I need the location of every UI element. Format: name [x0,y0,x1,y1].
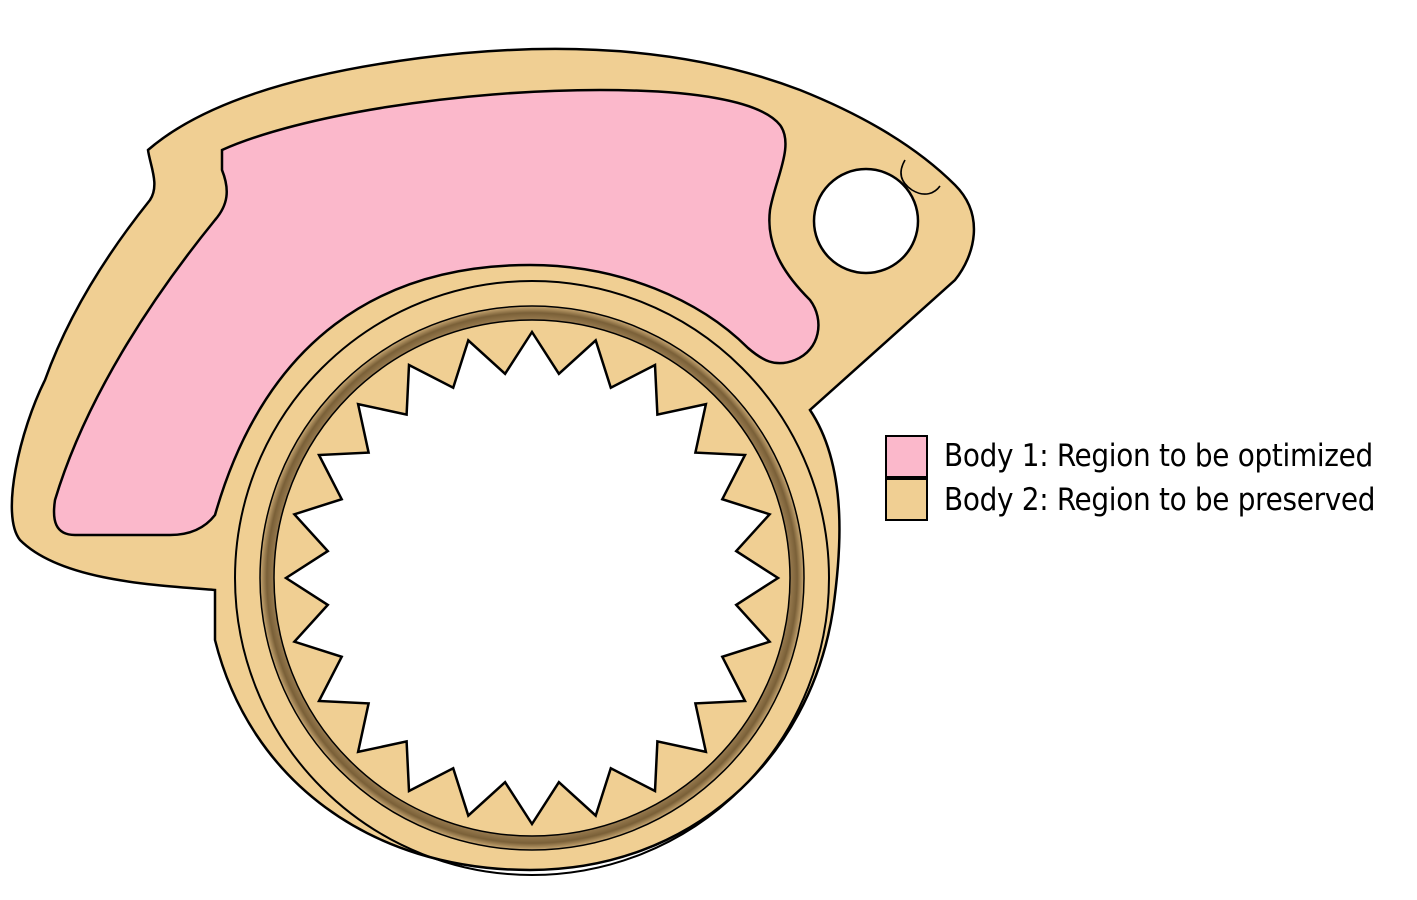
legend-swatch-preserved [885,477,928,521]
hub-outer-edge [234,280,830,876]
spline-bore [283,329,781,827]
legend-label-optimized: Body 1: Region to be optimized [944,438,1373,474]
pin-hole-slit [900,159,941,195]
optimized-region [52,88,820,537]
legend-swatch-optimized [885,434,928,478]
legend: Body 1: Region to be optimized Body 2: R… [885,434,1415,522]
pin-hole [812,167,920,275]
legend-item-optimized: Body 1: Region to be optimized [885,434,1415,478]
legend-item-preserved: Body 2: Region to be preserved [885,477,1415,522]
legend-label-preserved: Body 2: Region to be preserved [944,482,1376,518]
